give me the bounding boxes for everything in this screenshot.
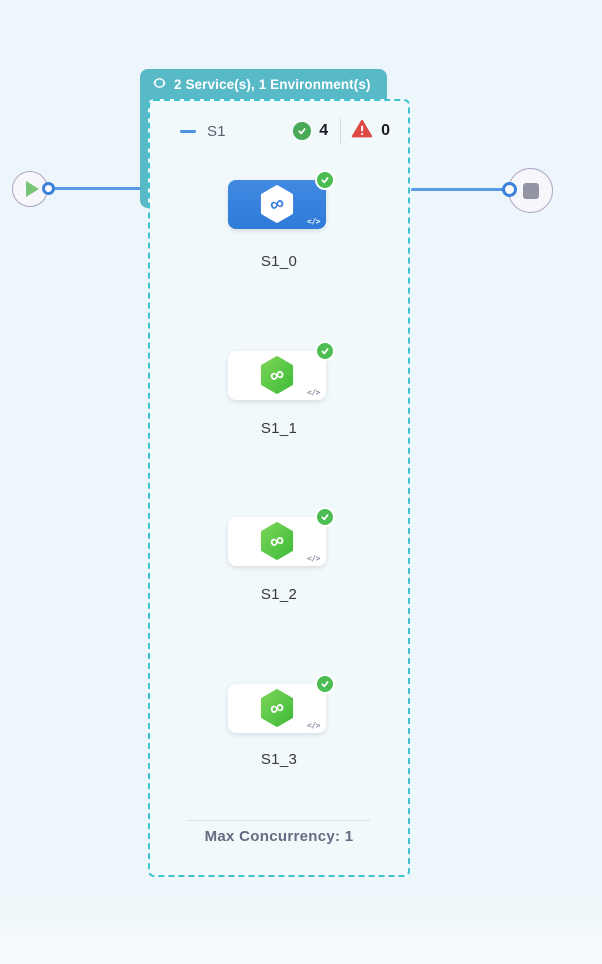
service-node-s1-1[interactable]: ∞ </> (228, 341, 335, 400)
svg-text:∞: ∞ (267, 696, 287, 721)
count-divider (340, 118, 342, 144)
warning-triangle-icon (351, 119, 373, 143)
stage-group-tag[interactable]: 2 Service(s), 1 Environment(s) (140, 69, 387, 99)
node-label-s1-1: S1_1 (260, 420, 298, 437)
node-label-s1-2: S1_2 (260, 586, 298, 603)
error-count: 0 (381, 122, 390, 139)
success-badge-icon (315, 674, 335, 694)
stage-header: S1 4 0 (180, 115, 392, 147)
start-node-port[interactable] (42, 182, 55, 195)
success-badge-icon (315, 341, 335, 361)
success-count: 4 (319, 122, 329, 139)
service-hexagon-icon: ∞ (260, 522, 294, 560)
success-badge-icon (315, 170, 335, 190)
stop-icon (522, 182, 539, 199)
stage-group-container: S1 4 0 (148, 99, 410, 877)
edge-start-to-stage (54, 187, 148, 190)
service-node-s1-0[interactable]: ∞ </> (228, 170, 335, 229)
play-icon (25, 181, 39, 197)
footer-divider (188, 820, 370, 821)
service-node-s1-3[interactable]: ∞ </> (228, 674, 335, 733)
code-icon: </> (307, 388, 320, 397)
max-concurrency-label: Max Concurrency: 1 (204, 828, 354, 845)
node-label-s1-3: S1_3 (260, 751, 298, 768)
service-hexagon-icon: ∞ (260, 185, 294, 223)
node-label-s1-0: S1_0 (260, 253, 298, 270)
code-icon: </> (307, 217, 320, 226)
stage-name[interactable]: S1 (207, 122, 226, 140)
end-node-port[interactable] (502, 182, 517, 197)
code-icon: </> (307, 554, 320, 563)
service-hexagon-icon: ∞ (260, 689, 294, 727)
svg-text:∞: ∞ (267, 529, 287, 554)
success-count-icon (293, 122, 312, 140)
svg-text:∞: ∞ (267, 192, 287, 217)
svg-text:∞: ∞ (267, 363, 287, 388)
edge-stage-to-end (411, 188, 504, 191)
service-node-s1-2[interactable]: ∞ </> (228, 507, 335, 566)
code-icon: </> (307, 721, 320, 730)
service-hexagon-icon: ∞ (260, 356, 294, 394)
stage-group-tag-label: 2 Service(s), 1 Environment(s) (174, 76, 371, 92)
success-badge-icon (315, 507, 335, 527)
loop-icon (152, 76, 167, 93)
collapse-minus-icon[interactable] (180, 129, 196, 133)
